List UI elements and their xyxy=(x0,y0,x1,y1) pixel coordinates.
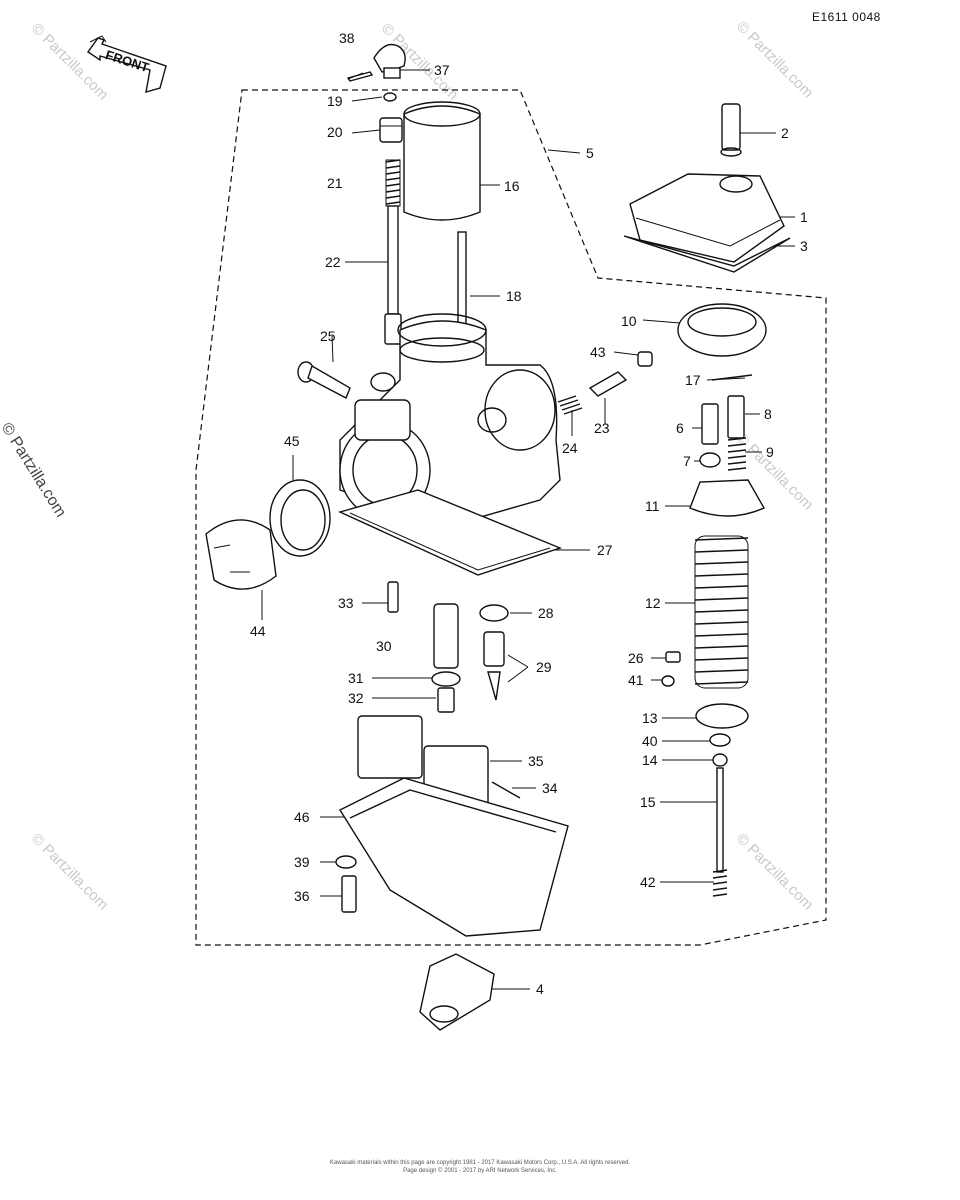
part-24-spring xyxy=(557,395,583,415)
callout-7: 7 xyxy=(683,453,691,469)
part-40-washer xyxy=(709,733,731,747)
part-1-top-cap xyxy=(629,173,785,263)
callout-19: 19 xyxy=(327,93,343,109)
front-arrow-icon: FRONT xyxy=(87,35,167,93)
part-15-rod xyxy=(716,767,724,873)
callout-17: 17 xyxy=(685,372,701,388)
callout-42: 42 xyxy=(640,874,656,890)
front-label: FRONT xyxy=(104,47,151,75)
part-38-cotter-pin xyxy=(346,71,374,82)
part-30-needle-jet xyxy=(433,603,459,669)
callout-33: 33 xyxy=(338,595,354,611)
callout-44: 44 xyxy=(250,623,266,639)
callout-8: 8 xyxy=(764,406,772,422)
part-44-clamp xyxy=(205,519,277,590)
part-9-spring xyxy=(727,437,747,471)
callout-39: 39 xyxy=(294,854,310,870)
callout-20: 20 xyxy=(327,124,343,140)
diagram-code: E1611 0048 xyxy=(812,10,881,24)
part-13-plate xyxy=(695,703,749,729)
part-41-nut xyxy=(661,675,675,687)
callout-36: 36 xyxy=(294,888,310,904)
callout-18: 18 xyxy=(506,288,522,304)
part-4-cover xyxy=(419,953,495,1031)
part-22-cable-adjuster xyxy=(384,205,402,345)
part-14-nut xyxy=(712,753,728,767)
part-46-float-bowl xyxy=(338,777,569,937)
callout-12: 12 xyxy=(645,595,661,611)
callout-46: 46 xyxy=(294,809,310,825)
leader-lines xyxy=(261,69,795,990)
part-20-nut xyxy=(379,117,403,143)
part-16-throttle-slide xyxy=(403,101,481,221)
callout-34: 34 xyxy=(542,780,558,796)
part-23-pilot-screw xyxy=(588,371,628,397)
part-43-cap xyxy=(637,351,653,367)
part-2-cable-guide xyxy=(720,103,742,157)
callout-38: 38 xyxy=(339,30,355,46)
part-32-main-jet xyxy=(437,687,455,713)
callout-6: 6 xyxy=(676,420,684,436)
copyright-line-2: Page design © 2001 - 2017 by ARI Network… xyxy=(403,1168,557,1174)
callout-27: 27 xyxy=(597,542,613,558)
part-31-washer xyxy=(431,671,461,687)
part-10-ring-nut xyxy=(677,303,767,357)
part-29-valve-seat xyxy=(483,631,505,701)
part-17-pin xyxy=(711,374,753,381)
part-8-bolt xyxy=(727,395,745,439)
callout-25: 25 xyxy=(320,328,336,344)
part-12-spring xyxy=(694,535,749,689)
part-34-pin xyxy=(491,781,521,799)
callout-13: 13 xyxy=(642,710,658,726)
callout-16: 16 xyxy=(504,178,520,194)
callout-10: 10 xyxy=(621,313,637,329)
callout-37: 37 xyxy=(434,62,450,78)
callout-1: 1 xyxy=(800,209,808,225)
callout-labels: 38 37 19 20 21 16 22 18 2 5 1 3 10 43 17… xyxy=(250,30,808,997)
part-7-washer xyxy=(699,452,721,468)
callout-31: 31 xyxy=(348,670,364,686)
callout-45: 45 xyxy=(284,433,300,449)
callout-41: 41 xyxy=(628,672,644,688)
callout-29: 29 xyxy=(536,659,552,675)
callout-4: 4 xyxy=(536,981,544,997)
callout-15: 15 xyxy=(640,794,656,810)
callout-2: 2 xyxy=(781,125,789,141)
part-26-screw xyxy=(665,651,681,663)
callout-24: 24 xyxy=(562,440,578,456)
callout-32: 32 xyxy=(348,690,364,706)
part-21-spring xyxy=(385,159,401,207)
callout-5: 5 xyxy=(586,145,594,161)
copyright-line-1: Kawasaki materials within this page are … xyxy=(329,1160,631,1166)
part-42-spring xyxy=(712,869,728,897)
part-25-screw xyxy=(297,361,351,399)
callout-22: 22 xyxy=(325,254,341,270)
carburetor-body xyxy=(337,313,563,576)
part-45-rubber-ring xyxy=(269,479,331,557)
part-19-clip xyxy=(383,92,397,102)
part-6-bolt xyxy=(701,403,719,445)
part-33-jet xyxy=(387,581,399,613)
callout-40: 40 xyxy=(642,733,658,749)
part-3-gasket xyxy=(623,235,791,273)
callout-30: 30 xyxy=(376,638,392,654)
part-28-washer xyxy=(479,604,509,622)
callout-26: 26 xyxy=(628,650,644,666)
callout-43: 43 xyxy=(590,344,606,360)
callout-21: 21 xyxy=(327,175,343,191)
callout-3: 3 xyxy=(800,238,808,254)
assembly-boundary xyxy=(195,89,827,946)
callout-28: 28 xyxy=(538,605,554,621)
callout-14: 14 xyxy=(642,752,658,768)
callout-35: 35 xyxy=(528,753,544,769)
part-11-cover xyxy=(689,479,765,517)
part-37-cap xyxy=(373,43,406,79)
callout-23: 23 xyxy=(594,420,610,436)
callout-9: 9 xyxy=(766,444,774,460)
part-39-washer xyxy=(335,855,357,869)
callout-11: 11 xyxy=(645,498,660,514)
part-36-screw xyxy=(341,875,357,913)
